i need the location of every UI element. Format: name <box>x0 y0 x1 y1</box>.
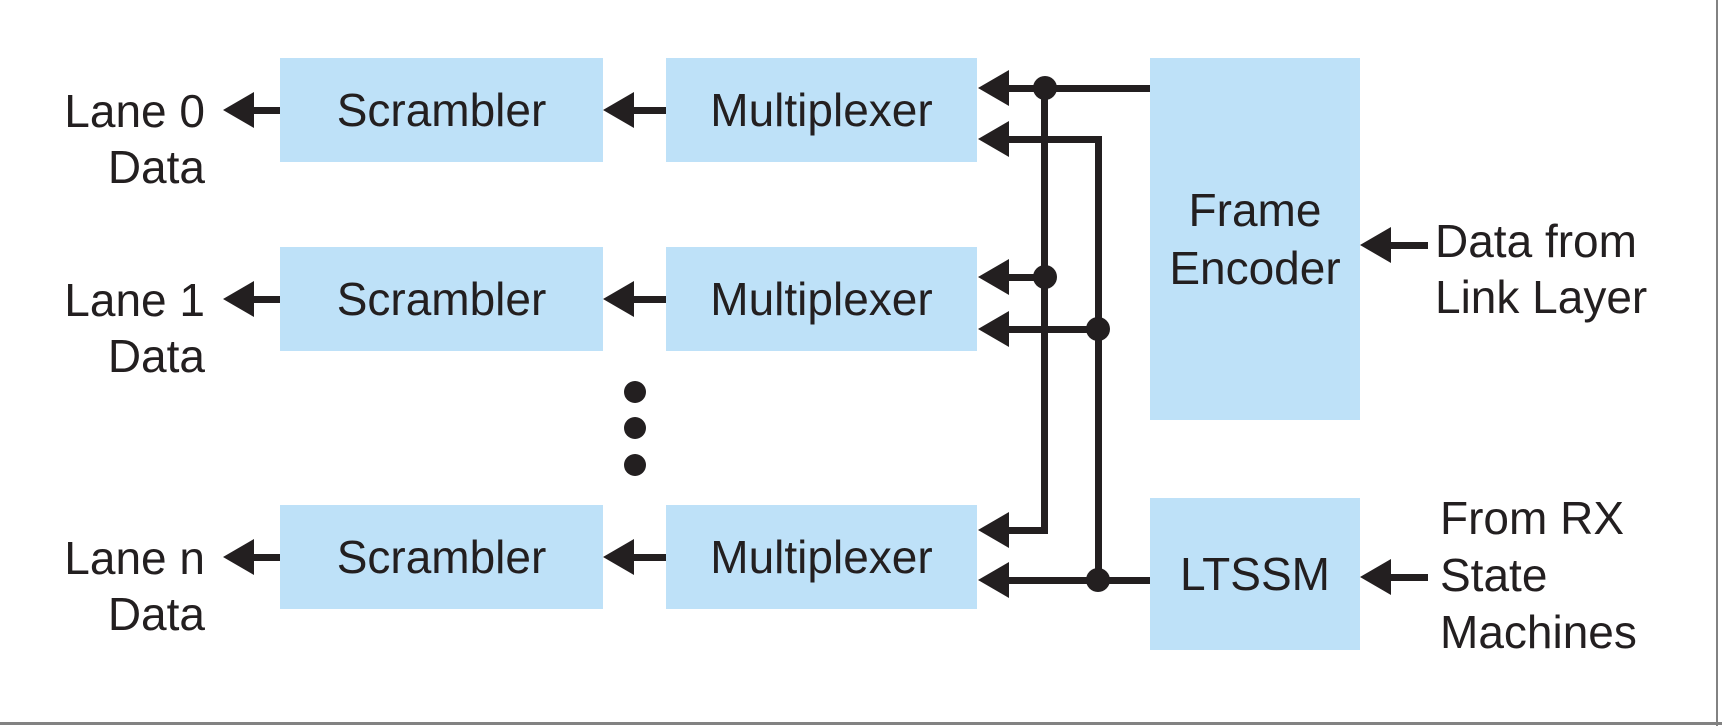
rx-state-annotation-line2: State <box>1440 549 1548 601</box>
frame-encoder-vertical-bus-line <box>1041 85 1048 534</box>
lane-1-mux-to-scrambler-line <box>628 296 666 303</box>
lane-0-multiplexer-box: Multiplexer <box>666 58 977 162</box>
ltssm-vertical-bus-line <box>1095 136 1102 584</box>
lane-n-label-line1: Lane n <box>64 532 205 584</box>
ellipsis-dot-2-icon <box>624 417 646 439</box>
lane-1-output-line <box>248 296 280 303</box>
lane-0-label-line2: Data <box>107 141 205 193</box>
frame-encoder-branch-to-lane-1-line <box>1003 274 1048 281</box>
lane-n-scrambler-box: Scrambler <box>280 505 603 609</box>
rx-state-annotation-line1: From RX <box>1440 492 1624 544</box>
lane-1-multiplexer-box: Multiplexer <box>666 247 977 351</box>
lane-n-scrambler-label: Scrambler <box>336 531 547 583</box>
lane-1-scrambler-label: Scrambler <box>336 273 547 325</box>
ltssm-to-lane-n-line <box>1003 577 1150 584</box>
figure-bottom-border <box>0 722 1722 725</box>
lane-1-scrambler-box: Scrambler <box>280 247 603 351</box>
frame-encoder-box: Frame Encoder <box>1150 58 1360 420</box>
lane-0-label: Lane 0 Data <box>20 83 205 195</box>
junction-dot-ltssm-lane-n-icon <box>1086 568 1110 592</box>
ltssm-label: LTSSM <box>1180 548 1330 600</box>
figure-right-border <box>1716 0 1718 726</box>
ltssm-branch-to-lane-0-line <box>1003 136 1102 143</box>
lane-n-output-line <box>248 554 280 561</box>
lane-n-multiplexer-label: Multiplexer <box>710 531 933 583</box>
frame-encoder-label-line1: Frame <box>1188 184 1322 236</box>
frame-encoder-to-lane-0-line <box>1003 85 1150 92</box>
lane-1-label-line2: Data <box>107 330 205 382</box>
link-layer-annotation-line1: Data from <box>1435 215 1637 267</box>
lane-n-multiplexer-box: Multiplexer <box>666 505 977 609</box>
frame-encoder-label-line2: Encoder <box>1169 242 1341 294</box>
lane-0-scrambler-label: Scrambler <box>336 84 547 136</box>
lane-1-multiplexer-label: Multiplexer <box>710 273 933 325</box>
junction-dot-frame-encoder-lane-1-icon <box>1033 265 1057 289</box>
link-layer-annotation-line2: Link Layer <box>1435 271 1648 323</box>
lane-1-label-line1: Lane 1 <box>64 274 205 326</box>
lane-0-multiplexer-label: Multiplexer <box>710 84 933 136</box>
lane-0-output-line <box>248 107 280 114</box>
lane-1-label: Lane 1 Data <box>20 272 205 384</box>
rx-state-annotation: From RX State Machines <box>1440 490 1637 661</box>
frame-encoder-branch-to-lane-n-line <box>1003 527 1048 534</box>
lane-0-mux-to-scrambler-line <box>628 107 666 114</box>
lane-n-label: Lane n Data <box>20 530 205 642</box>
ellipsis-dot-1-icon <box>624 381 646 403</box>
ltssm-box: LTSSM <box>1150 498 1360 650</box>
lane-n-mux-to-scrambler-line <box>628 554 666 561</box>
lane-n-label-line2: Data <box>107 588 205 640</box>
link-layer-annotation: Data from Link Layer <box>1435 213 1647 325</box>
lane-0-label-line1: Lane 0 <box>64 85 205 137</box>
junction-dot-ltssm-lane-1-icon <box>1086 317 1110 341</box>
rx-state-input-line <box>1385 574 1428 581</box>
rx-state-annotation-line3: Machines <box>1440 606 1637 658</box>
ellipsis-dot-3-icon <box>624 454 646 476</box>
lane-0-scrambler-box: Scrambler <box>280 58 603 162</box>
link-layer-input-line <box>1385 242 1428 249</box>
ltssm-branch-to-lane-1-line <box>1003 326 1102 333</box>
junction-dot-frame-encoder-lane-0-icon <box>1033 76 1057 100</box>
